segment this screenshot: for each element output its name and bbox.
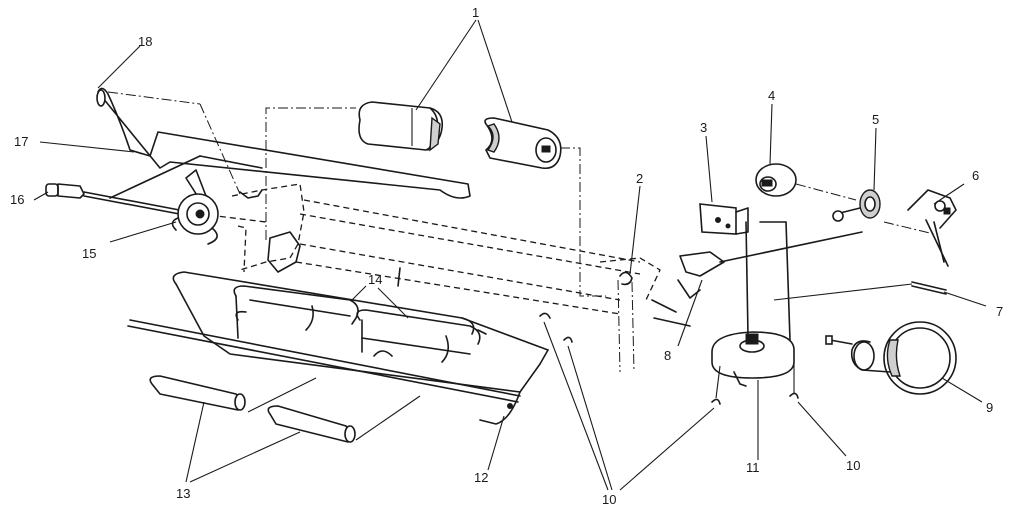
callout-10-right: 10 <box>846 458 860 473</box>
gear-link <box>795 183 857 201</box>
callout-2: 2 <box>636 171 643 186</box>
callout-3: 3 <box>700 120 707 135</box>
frame-link-right <box>560 147 606 297</box>
screws-part <box>539 312 799 405</box>
callout-7: 7 <box>996 304 1003 319</box>
callout-9: 9 <box>986 400 993 415</box>
leader-14a <box>351 285 367 301</box>
callout-13: 13 <box>176 486 190 501</box>
callout-18: 18 <box>138 34 152 49</box>
callout-10: 10 <box>602 492 616 507</box>
leader-17 <box>39 141 135 153</box>
callout-17: 17 <box>14 134 28 149</box>
leader-13a <box>185 401 205 483</box>
paper-roller-part <box>358 101 562 170</box>
leader-3 <box>705 135 713 203</box>
leader-18-link <box>107 91 201 105</box>
callout-11: 11 <box>746 460 760 475</box>
lever-cam-part <box>171 169 219 245</box>
callout-labels: 1 2 3 4 5 6 7 8 9 10 10 11 12 13 14 15 1… <box>10 5 1003 507</box>
leader-2 <box>629 185 641 275</box>
side-frame-part <box>231 183 661 315</box>
callout-8: 8 <box>664 348 671 363</box>
small-gear-part <box>832 189 881 222</box>
leader-18-link-2 <box>199 103 241 195</box>
leader-7 <box>943 291 987 307</box>
knob-shaft-part <box>45 183 267 223</box>
pawl-lever-part <box>907 189 957 267</box>
callout-4: 4 <box>768 88 775 103</box>
leader-10c <box>619 407 715 491</box>
leader-10b <box>567 345 613 491</box>
leader-16 <box>33 191 49 201</box>
callout-14: 14 <box>368 272 382 287</box>
leader-12 <box>487 415 505 471</box>
bail-link <box>109 155 201 199</box>
leader-8 <box>677 279 703 347</box>
leader-14b <box>377 287 409 319</box>
frame-link-left <box>265 107 356 240</box>
platen-knob-part <box>825 321 957 395</box>
leader-1b <box>477 19 513 123</box>
motor-assembly-part <box>711 221 795 387</box>
bracket-part <box>699 203 749 235</box>
callout-15: 15 <box>82 246 96 261</box>
callout-5: 5 <box>872 112 879 127</box>
leader-4 <box>769 103 773 165</box>
callout-16: 16 <box>10 192 24 207</box>
spring-pin-part <box>911 281 947 295</box>
leader-10a <box>543 321 609 491</box>
leader-10d <box>797 401 847 457</box>
bail-bar-part <box>96 87 471 199</box>
callout-6: 6 <box>972 168 979 183</box>
callout-1: 1 <box>472 5 479 20</box>
callout-12: 12 <box>474 470 488 485</box>
leader-13b <box>189 431 301 483</box>
inner-rollers-part <box>233 285 481 363</box>
gear-disc-part <box>755 163 797 197</box>
guide-rollers-part <box>149 375 421 443</box>
plate-part <box>651 231 863 327</box>
leader-6 <box>933 183 965 205</box>
leader-9 <box>941 377 983 403</box>
leader-18 <box>97 45 141 89</box>
clip-part <box>617 271 635 373</box>
leader-1a <box>415 19 477 111</box>
leader-5 <box>873 127 877 191</box>
leader-15 <box>109 221 177 243</box>
paper-trough-part <box>127 267 549 425</box>
